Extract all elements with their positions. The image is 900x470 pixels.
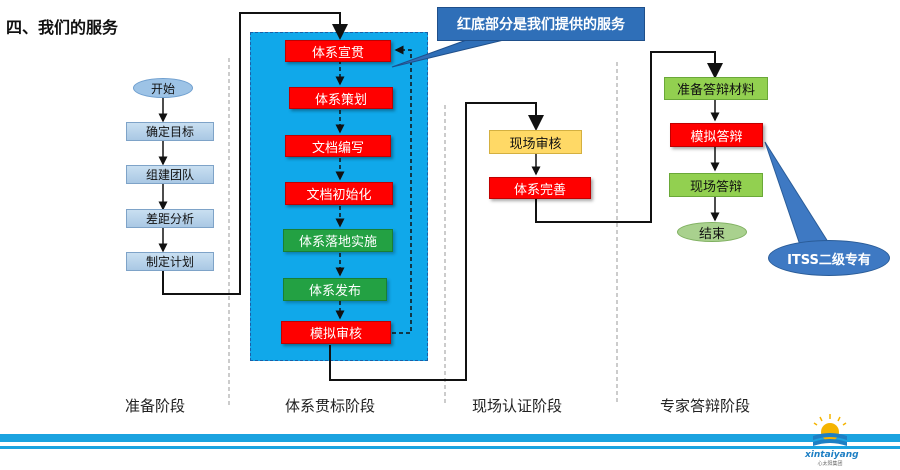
prep-step-4: 制定计划	[126, 252, 214, 271]
logo-subtitle: 心太阳集团	[817, 461, 843, 467]
standard-step-7: 模拟审核	[281, 321, 391, 344]
onsite-step-2: 体系完善	[489, 177, 591, 199]
end-node: 结束	[677, 222, 747, 242]
sun-icon	[813, 414, 847, 446]
start-node: 开始	[133, 78, 193, 98]
bottom-bar-thin	[0, 446, 900, 449]
logo-name: xintaiyang	[805, 450, 859, 460]
service-callout: 红底部分是我们提供的服务	[437, 7, 645, 41]
phase-label-prep: 准备阶段	[125, 397, 186, 415]
prep-step-1: 确定目标	[126, 122, 214, 141]
itss-badge: ITSS二级专有	[768, 240, 890, 276]
prep-step-2: 组建团队	[126, 165, 214, 184]
standard-step-4: 文档初始化	[285, 182, 393, 205]
defense-step-1: 准备答辩材料	[664, 77, 768, 100]
phase-label-defense: 专家答辩阶段	[660, 397, 751, 415]
standard-step-2: 体系策划	[289, 87, 393, 109]
standard-step-6: 体系发布	[283, 278, 387, 301]
defense-step-2: 模拟答辩	[670, 123, 763, 147]
callout-pointer	[391, 37, 513, 68]
defense-step-3: 现场答辩	[669, 173, 763, 197]
standard-step-3: 文档编写	[285, 135, 391, 157]
standard-step-1: 体系宣贯	[285, 40, 391, 62]
onsite-step-1: 现场审核	[489, 130, 582, 154]
badge-pointer	[764, 141, 831, 246]
page-title: 四、我们的服务	[6, 18, 119, 37]
bottom-bar	[0, 434, 900, 442]
phase-label-onsite: 现场认证阶段	[472, 397, 563, 415]
phase-label-standard: 体系贯标阶段	[285, 397, 376, 415]
company-logo: xintaiyang 心太阳集团	[805, 412, 859, 468]
standard-step-5: 体系落地实施	[283, 229, 393, 252]
prep-step-3: 差距分析	[126, 209, 214, 228]
